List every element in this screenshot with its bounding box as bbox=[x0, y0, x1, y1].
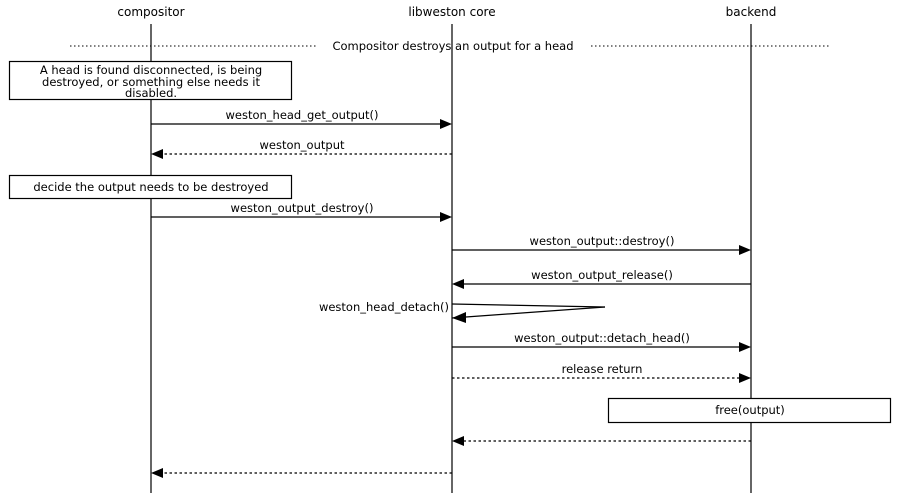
arrowhead-right-weston-head-get-output bbox=[440, 119, 452, 129]
note-head-disconnected-line-2: destroyed, or something else needs it bbox=[42, 75, 260, 89]
divider: Compositor destroys an output for a head bbox=[70, 39, 830, 53]
arrowhead-right-weston-output-destroy-vfunc bbox=[739, 245, 751, 255]
message-label-weston-head-detach: weston_head_detach() bbox=[319, 300, 449, 314]
arrowhead-left-weston-output-return bbox=[151, 149, 163, 159]
message-weston-output-detach-head: weston_output::detach_head() bbox=[452, 331, 751, 352]
message-line-weston-head-detach-bottom bbox=[451, 306, 606, 319]
arrowhead-left-weston-head-detach bbox=[452, 312, 466, 323]
arrowhead-right-weston-output-destroy bbox=[440, 212, 452, 222]
note-head-disconnected-box bbox=[8, 60, 293, 101]
note-decide-destroy-line-1: decide the output needs to be destroyed bbox=[33, 180, 268, 194]
actor-headers: compositor libweston core backend bbox=[117, 5, 776, 19]
message-label-weston-output-destroy: weston_output_destroy() bbox=[231, 201, 374, 215]
arrowhead-left-libweston-return bbox=[151, 468, 163, 478]
message-line-weston-head-detach-top bbox=[451, 303, 606, 308]
message-label-weston-head-get-output: weston_head_get_output() bbox=[225, 108, 378, 122]
arrowhead-right-release-return bbox=[739, 373, 751, 383]
arrowhead-left-backend-return bbox=[452, 436, 464, 446]
message-weston-output-return: weston_output bbox=[151, 138, 452, 159]
note-decide-destroy-box bbox=[8, 174, 293, 200]
note-free-output-box bbox=[607, 397, 892, 424]
message-label-release-return: release return bbox=[562, 362, 643, 376]
message-label-weston-output-detach-head: weston_output::detach_head() bbox=[514, 331, 690, 345]
message-weston-output-destroy: weston_output_destroy() bbox=[151, 201, 452, 222]
message-weston-head-get-output: weston_head_get_output() bbox=[151, 108, 452, 129]
message-weston-head-detach: weston_head_detach() bbox=[319, 300, 606, 323]
note-head-disconnected-line-3: disabled. bbox=[125, 86, 177, 100]
arrowhead-right-weston-output-detach-head bbox=[739, 342, 751, 352]
message-label-weston-output-release: weston_output_release() bbox=[531, 268, 673, 282]
actor-label-libweston-core: libweston core bbox=[408, 5, 495, 19]
message-weston-output-release: weston_output_release() bbox=[452, 268, 751, 289]
arrowhead-left-weston-output-release bbox=[452, 279, 464, 289]
note-decide-destroy: decide the output needs to be destroyed bbox=[8, 174, 293, 200]
actor-label-compositor: compositor bbox=[117, 5, 184, 19]
message-weston-output-destroy-vfunc: weston_output::destroy() bbox=[452, 234, 751, 255]
message-libweston-return bbox=[151, 468, 452, 478]
note-head-disconnected-line-1: A head is found disconnected, is being bbox=[40, 63, 262, 77]
message-release-return: release return bbox=[452, 362, 751, 383]
message-label-weston-output-return: weston_output bbox=[260, 138, 345, 152]
actor-label-backend: backend bbox=[726, 5, 777, 19]
note-head-disconnected: A head is found disconnected, is being d… bbox=[8, 60, 293, 101]
note-free-output: free(output) bbox=[607, 397, 892, 424]
divider-label: Compositor destroys an output for a head bbox=[332, 39, 573, 53]
note-free-output-line-1: free(output) bbox=[715, 403, 785, 417]
message-backend-return bbox=[452, 436, 751, 446]
message-label-weston-output-destroy-vfunc: weston_output::destroy() bbox=[530, 234, 675, 248]
